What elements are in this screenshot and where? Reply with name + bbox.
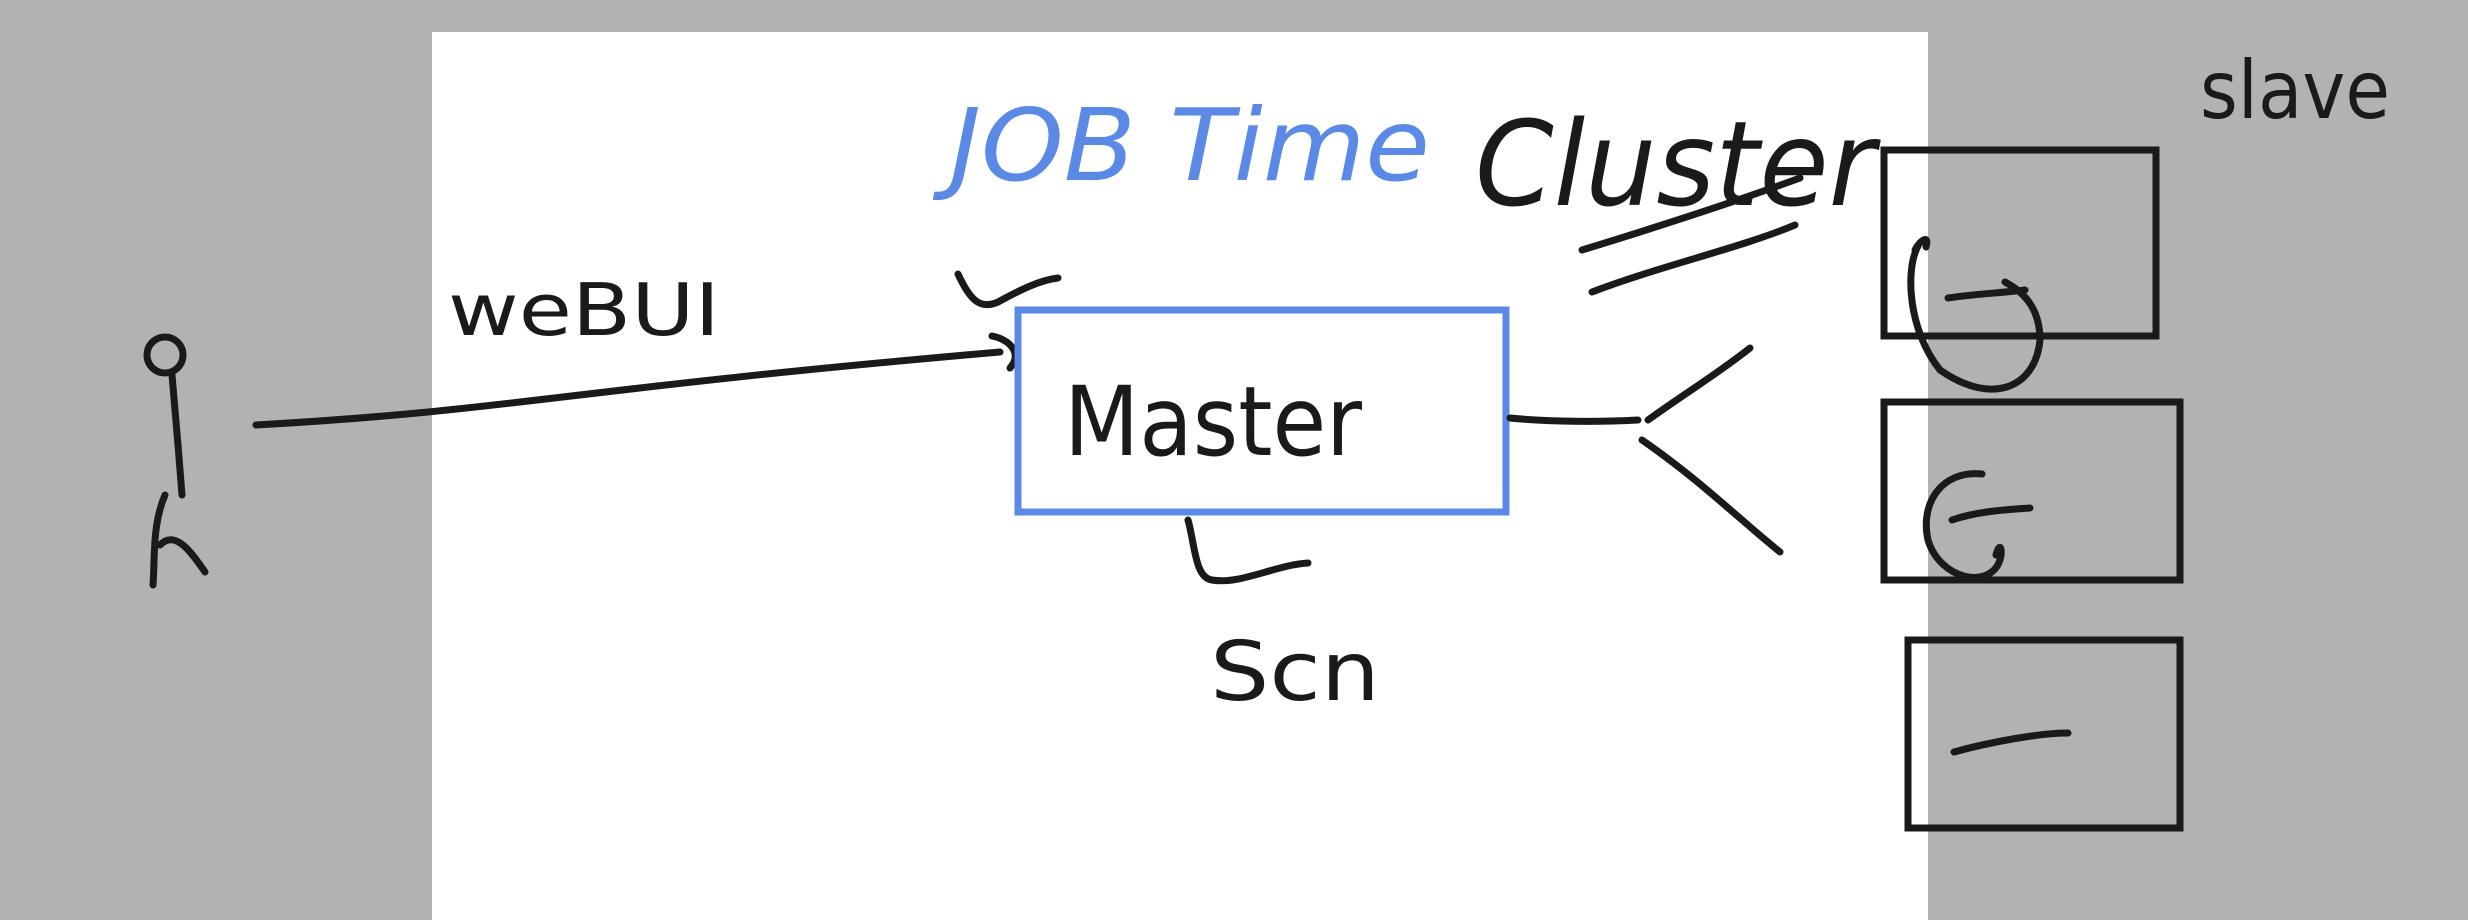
- webui-arrow-head: [988, 332, 1019, 372]
- scn-connector: [1184, 516, 1312, 585]
- scn-label: Scn: [1210, 625, 1380, 720]
- master-node-box: [1014, 306, 1510, 516]
- slave-node-3: [1904, 636, 2184, 832]
- title-underline-1: [1578, 174, 1804, 254]
- slave-node-1-mark: [1907, 242, 2044, 393]
- slave-node-2-mark: [1922, 470, 2005, 581]
- title-blue-text: JOB Time: [932, 87, 1430, 204]
- slave-node-1: [1880, 146, 2160, 393]
- slave-node-3-mark: [1950, 729, 2072, 756]
- title-underline-2: [1588, 221, 1799, 296]
- branch-up: [1644, 344, 1754, 424]
- master-node-label: Master: [1064, 366, 1362, 478]
- branch-down: [1638, 436, 1784, 556]
- slave-node-2: [1880, 398, 2184, 584]
- stick-figure-icon: [143, 333, 209, 589]
- branch-connector: [1506, 414, 1642, 425]
- webui-arrow-line: [252, 348, 1004, 429]
- webui-label: weBUI: [448, 268, 720, 352]
- title-black-text: Cluster: [1475, 95, 1881, 233]
- whiteboard-page: [432, 32, 1928, 920]
- mark-above-master: [954, 270, 1062, 309]
- slave-label: slave: [2200, 44, 2390, 137]
